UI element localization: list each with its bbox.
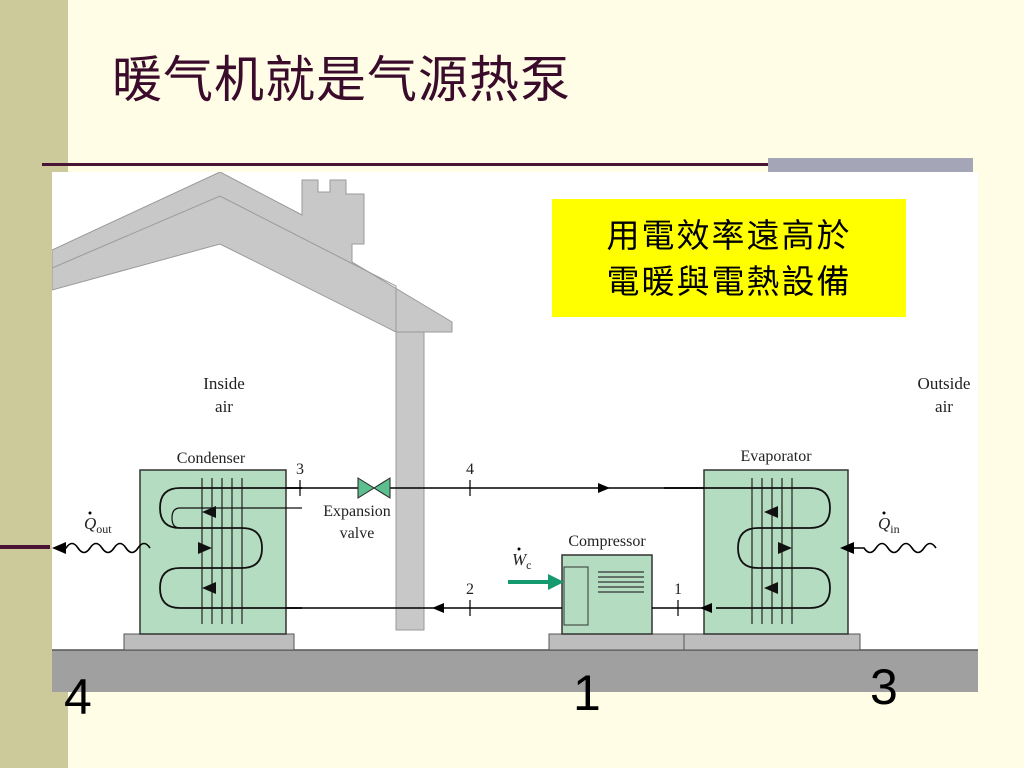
q-in-label: Qin <box>878 514 900 536</box>
expansion-valve: Expansion valve <box>323 477 391 542</box>
condenser-flow-arrows <box>198 506 216 594</box>
state-1-label: 1 <box>674 581 682 598</box>
heat-out-wave <box>58 542 151 554</box>
slide-left-accent <box>0 545 50 549</box>
heat-in-indicator: Qin <box>840 511 937 554</box>
ground <box>52 650 978 692</box>
inside-air-label-line2: air <box>215 397 233 416</box>
flow-arrow-right <box>700 603 712 613</box>
evaporator-coil <box>664 487 831 609</box>
evaporator-base <box>683 633 861 651</box>
state-4-label: 4 <box>466 461 474 478</box>
w-c-dot <box>517 547 521 551</box>
heat-out-arrowhead <box>52 542 66 554</box>
heat-in-arrowhead <box>840 542 854 554</box>
compressor-box <box>561 554 653 635</box>
title-divider <box>42 163 972 166</box>
compressor-label: Compressor <box>568 533 646 550</box>
condenser-coil <box>159 487 302 609</box>
flow-arrow-top <box>598 483 610 493</box>
efficiency-callout: 用電效率遠高於 電暖與電熱設備 <box>552 199 906 317</box>
house-inner-edge <box>52 195 424 333</box>
title-divider-accent <box>768 158 973 172</box>
outside-air-label-line1: Outside <box>918 374 971 393</box>
annotation-number-right: 3 <box>870 659 898 715</box>
valve-left <box>357 477 375 499</box>
evaporator-box <box>703 469 849 635</box>
evaporator-label: Evaporator <box>740 448 812 465</box>
inside-air-label-line1: Inside <box>203 374 245 393</box>
condenser-box <box>139 469 287 635</box>
refrigerant-lines <box>286 483 712 613</box>
outside-air-label-line2: air <box>935 397 953 416</box>
flow-arrow-bottom <box>432 603 444 613</box>
q-in-dot <box>882 511 886 515</box>
state-2-label: 2 <box>466 581 474 598</box>
condenser-label: Condenser <box>177 450 246 467</box>
w-c-label: Wc <box>512 550 532 572</box>
expansion-valve-label-line1: Expansion <box>323 503 391 520</box>
diagram-svg: Condenser Evaporator <box>52 172 978 692</box>
expansion-valve-label-line2: valve <box>340 525 375 542</box>
q-out-label: Qout <box>84 514 112 536</box>
state-3-label: 3 <box>296 461 304 478</box>
work-input-indicator: Wc <box>508 547 564 590</box>
q-out-dot <box>88 511 92 515</box>
valve-right <box>373 477 391 499</box>
house-outline <box>52 172 453 631</box>
compressor-unit: Compressor <box>561 533 653 635</box>
evaporator-flow-arrows <box>764 506 792 594</box>
annotation-number-left: 4 <box>64 669 92 725</box>
slide-title: 暖气机就是气源热泵 <box>112 51 571 109</box>
compressor-vents <box>598 571 644 593</box>
compressor-panel <box>563 566 589 626</box>
callout-line-2: 電暖與電熱設備 <box>606 262 852 301</box>
heat-in-wave <box>848 542 937 554</box>
house-wall-and-roof <box>52 172 453 631</box>
callout-line-1: 用電效率遠高於 <box>606 216 852 255</box>
state-ticks <box>299 480 679 616</box>
heat-out-indicator: Qout <box>52 511 151 554</box>
condenser-base <box>123 633 295 651</box>
annotation-number-middle: 1 <box>573 665 601 721</box>
condenser-unit: Condenser <box>139 450 302 635</box>
evaporator-unit: Evaporator <box>664 448 849 635</box>
work-arrow-head <box>548 574 564 590</box>
